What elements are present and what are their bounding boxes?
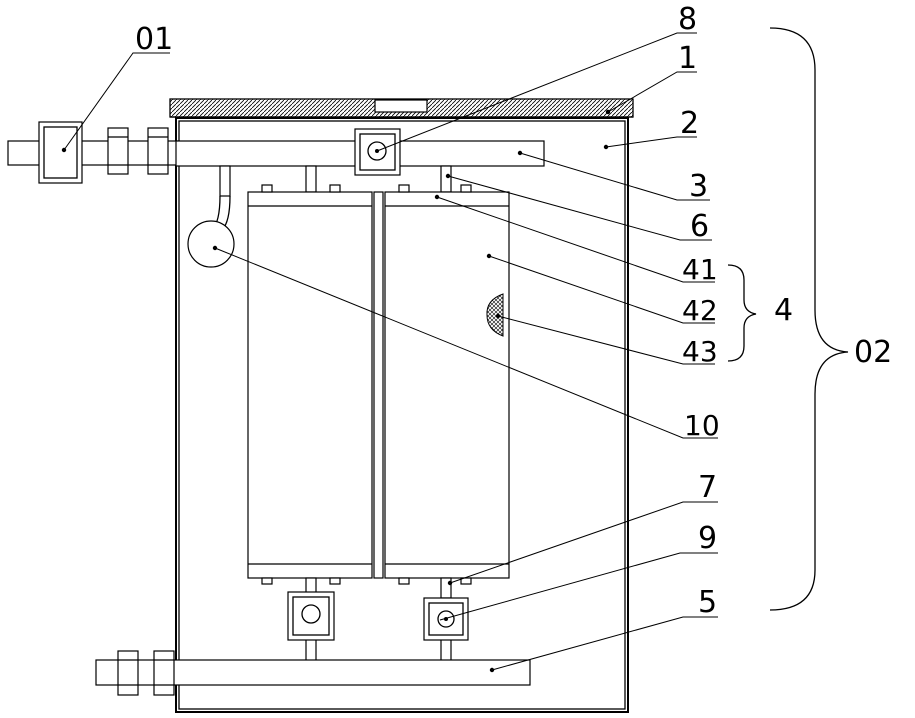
label-42: 42 [682, 294, 718, 327]
label-6: 6 [690, 209, 709, 244]
label-41: 41 [682, 253, 718, 286]
label-8: 8 [678, 2, 697, 37]
top-manifold [176, 129, 544, 175]
label-5: 5 [698, 585, 717, 620]
inlet-pipe-assembly [8, 122, 178, 183]
label-43: 43 [682, 335, 718, 368]
label-4: 4 [774, 293, 793, 328]
brace-group-4 [728, 265, 756, 361]
label-10: 10 [684, 409, 720, 442]
lid [170, 99, 633, 117]
label-2: 2 [680, 106, 699, 141]
label-01: 01 [135, 22, 173, 57]
label-02: 02 [854, 335, 892, 370]
filter-cartridge-right [385, 185, 509, 584]
filter-cartridge-left [248, 185, 372, 584]
label-7: 7 [698, 470, 717, 505]
label-3: 3 [689, 169, 708, 204]
pressure-gauge [188, 196, 234, 267]
cartridge-divider [374, 192, 383, 578]
label-1: 1 [678, 41, 697, 76]
label-9: 9 [698, 521, 717, 556]
